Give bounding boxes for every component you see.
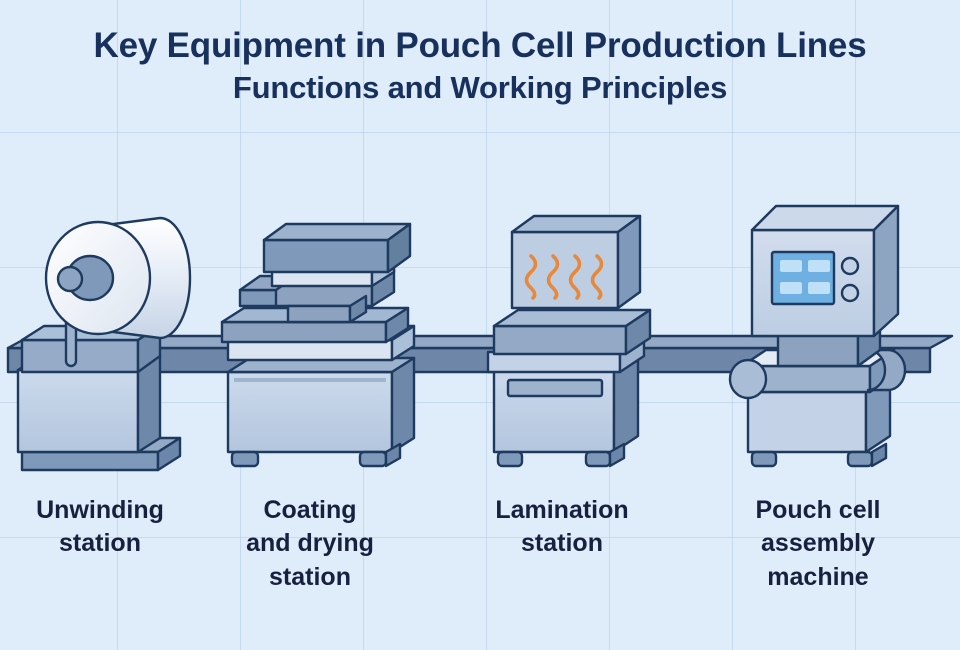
caption-coating-and-drying-station: Coating and drying station [246, 496, 374, 591]
heat-waves-icon [524, 254, 604, 300]
caption-lamination-station: Lamination station [495, 496, 629, 558]
caption-unwinding-station: Unwinding station [36, 496, 164, 558]
assembly-conveyor-rollers [728, 348, 907, 400]
lamination-station-graphic [486, 214, 652, 468]
coating-station-legs [230, 442, 402, 468]
assembly-machine-graphic [728, 204, 907, 468]
coating-base-box [226, 356, 416, 454]
coater-head-top [262, 222, 412, 274]
page-subtitle: Functions and Working Principles [232, 70, 728, 106]
lamination-station-legs [496, 442, 626, 468]
poster-title-block: Key Equipment in Pouch Cell Production L… [0, 26, 960, 106]
lamination-front-slot [506, 378, 604, 398]
caption-pouch-cell-assembly-machine: Pouch cell assembly machine [755, 496, 881, 591]
screen-cells [780, 260, 830, 294]
display-screen[interactable] [770, 250, 836, 306]
lamination-press-top [486, 308, 652, 374]
coater-nozzle [286, 294, 368, 324]
page-title: Key Equipment in Pouch Cell Production L… [93, 26, 867, 65]
roll-hub [56, 254, 115, 302]
lamination-heater-box [510, 214, 642, 310]
indicator-buttons[interactable] [840, 256, 860, 303]
assembly-machine-legs [750, 442, 888, 468]
coating-station-graphic [220, 222, 416, 468]
unwinding-station-graphic [16, 216, 192, 472]
